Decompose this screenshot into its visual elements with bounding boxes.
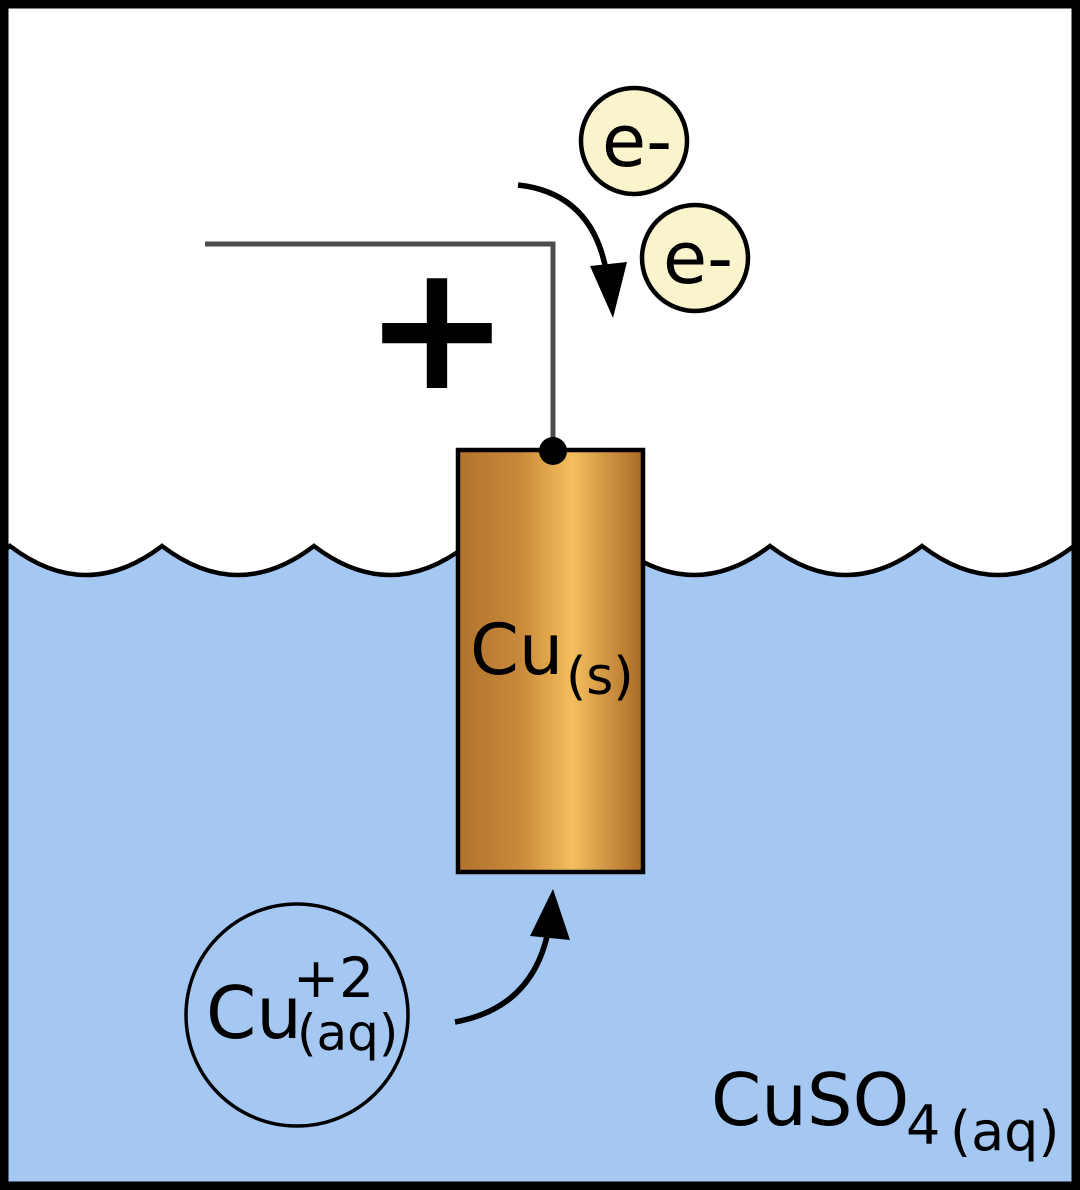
plus-terminal-label: + (364, 227, 511, 430)
wire-connection-dot (539, 437, 567, 465)
electrode-state-label: (s) (566, 647, 634, 707)
ion-charge-label: +2 (293, 946, 374, 1010)
ion-deposit-arrow (454, 931, 551, 1025)
electron-label-1: e- (602, 99, 672, 183)
solution-subscript-label: 4 (906, 1094, 940, 1157)
electron-label-2: e- (663, 216, 733, 300)
electron-circle-1 (578, 85, 690, 197)
ion-state-label: (aq) (297, 1004, 398, 1062)
copper-electrode (455, 447, 646, 875)
solution-formula-label: CuSO (711, 1058, 909, 1142)
copper-ion-circle (184, 902, 410, 1128)
electrode-symbol-label: Cu (470, 609, 563, 691)
electron-flow-arrowhead (590, 262, 627, 318)
ion-symbol-label: Cu (206, 971, 302, 1055)
electron-circle-2 (639, 202, 751, 314)
ion-deposit-arrowhead (530, 889, 570, 940)
solution-state-label: (aq) (950, 1100, 1060, 1163)
wire (205, 241, 556, 452)
